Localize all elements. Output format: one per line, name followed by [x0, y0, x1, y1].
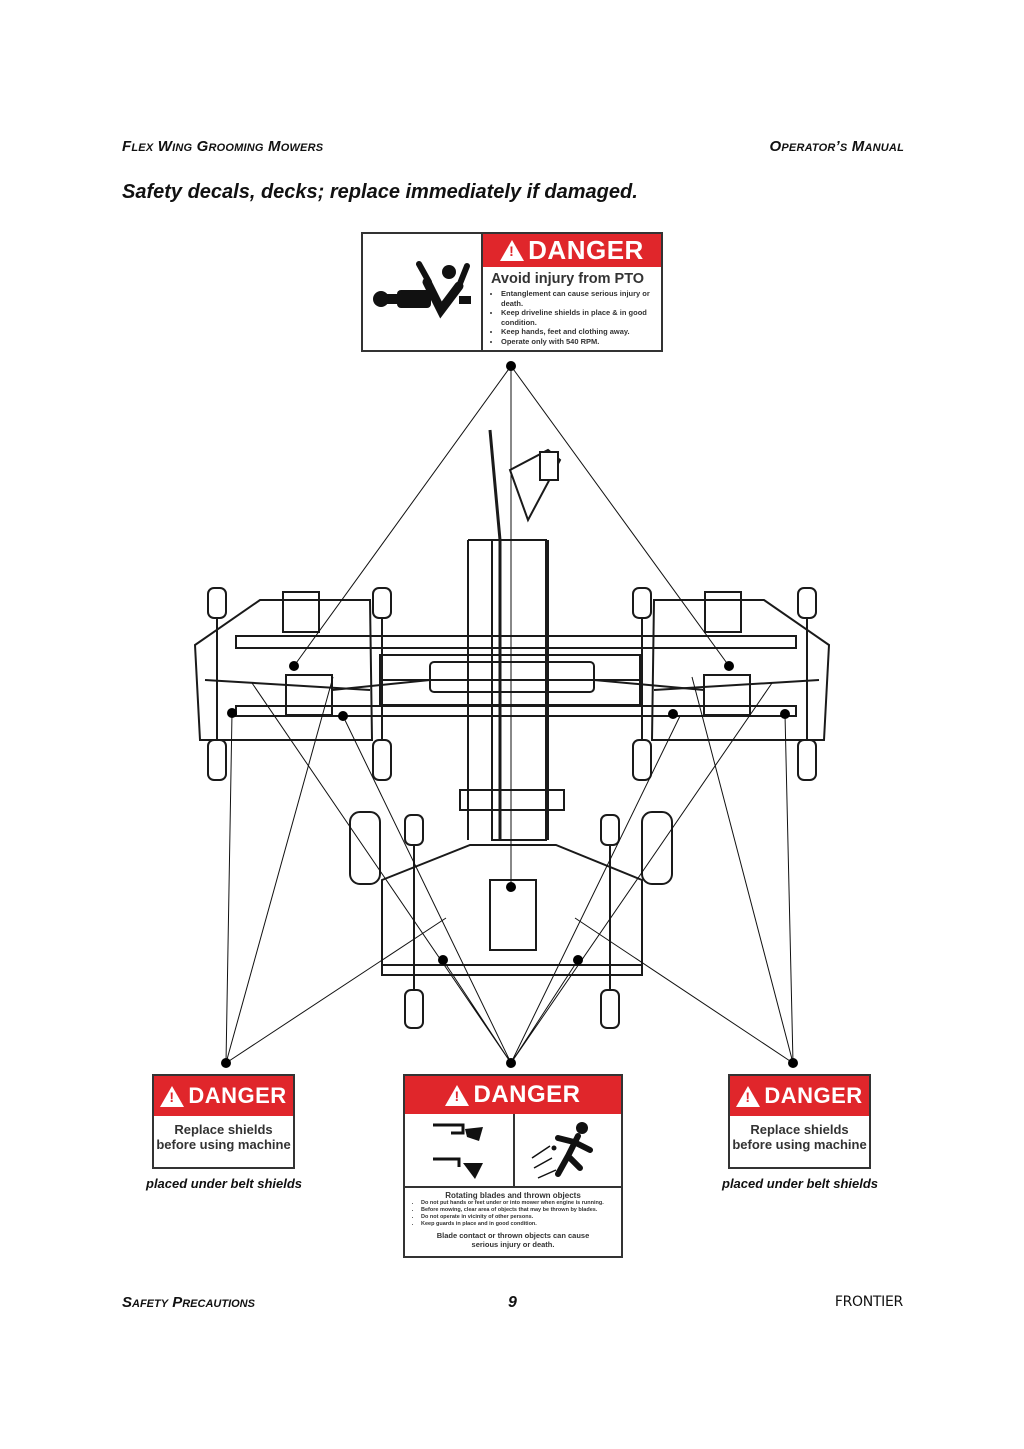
- decal-bullet: Do not put hands or feet under or into m…: [421, 1200, 615, 1207]
- left-shield-danger-decal: DANGER Replace shields before using mach…: [152, 1074, 295, 1169]
- running-header-right: Operator’s Manual: [769, 138, 904, 155]
- decal-bullet-list: Entanglement can cause serious injury or…: [491, 289, 653, 346]
- decal-bullet: Before mowing, clear area of objects tha…: [421, 1207, 615, 1214]
- blade-foot-icon: [433, 1157, 483, 1179]
- decal-caption-left: placed under belt shields: [146, 1176, 303, 1191]
- pto-entanglement-icon: [363, 234, 483, 350]
- signal-word: DANGER: [188, 1083, 287, 1108]
- decal-message: Replace shields before using machine: [156, 1122, 291, 1152]
- page-title: Safety decals, decks; replace immediatel…: [122, 181, 638, 203]
- decal-bullet: Keep guards in place and in good conditi…: [421, 1221, 615, 1228]
- running-footer-left: Safety Precautions: [122, 1294, 255, 1311]
- signal-word: DANGER: [764, 1083, 863, 1108]
- decal-heading: Avoid injury from PTO: [491, 271, 645, 287]
- decal-bullet: Do not operate in vicinity of other pers…: [421, 1214, 615, 1221]
- blade-hand-icon: [433, 1123, 483, 1141]
- decal-bullet: Keep hands, feet and clothing away.: [501, 327, 653, 337]
- pto-danger-decal: DANGER Avoid injury from PTO Entanglemen…: [361, 232, 663, 352]
- warning-triangle-icon: [160, 1085, 185, 1107]
- thrown-object-icon: [531, 1122, 593, 1179]
- warning-triangle-icon: [736, 1085, 761, 1107]
- decal-bullet: Keep driveline shields in place & in goo…: [501, 308, 653, 327]
- signal-word: DANGER: [473, 1081, 581, 1108]
- decal-message: Replace shields before using machine: [732, 1122, 867, 1152]
- warning-triangle-icon: [445, 1084, 470, 1106]
- page-number: 9: [508, 1294, 517, 1311]
- brand-footer: FRONTIER: [834, 1294, 903, 1310]
- decal-bullet-list: Do not put hands or feet under or into m…: [411, 1200, 615, 1228]
- warning-triangle-icon: [500, 240, 525, 261]
- decal-bullet: Entanglement can cause serious injury or…: [501, 289, 653, 308]
- decal-footer: Blade contact or thrown objects can caus…: [436, 1231, 590, 1249]
- right-shield-danger-decal: DANGER Replace shields before using mach…: [728, 1074, 871, 1169]
- decal-caption-right: placed under belt shields: [722, 1176, 879, 1191]
- signal-word: DANGER: [528, 235, 644, 265]
- blade-danger-decal: DANGER Rotating blades and thrown object…: [403, 1074, 623, 1258]
- decal-bullet: Operate only with 540 RPM.: [501, 337, 653, 347]
- decal-heading: Rotating blades and thrown objects: [445, 1191, 581, 1200]
- running-header-left: Flex Wing Grooming Mowers: [122, 138, 324, 155]
